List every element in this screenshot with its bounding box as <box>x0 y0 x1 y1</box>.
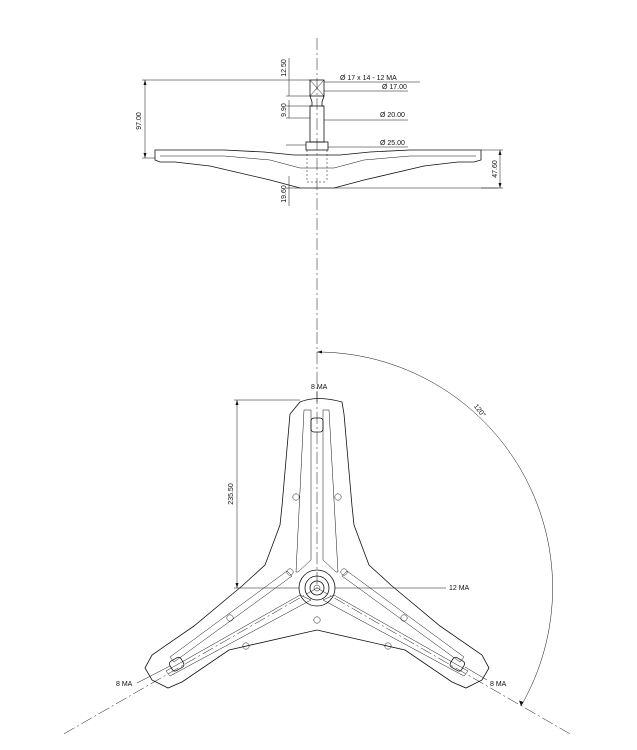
shaft-base <box>305 141 329 151</box>
slot-top-right <box>322 409 339 573</box>
slot-left-arm <box>165 594 312 677</box>
dim-bottom-depth: 19.60 <box>281 185 288 203</box>
dim-base-dia: Ø 25.00 <box>380 140 405 147</box>
spider-arm-profile <box>154 149 482 189</box>
rib-marker-6 <box>400 614 408 622</box>
hole-top <box>310 417 324 433</box>
label-left-thread: 8 MA <box>116 681 133 688</box>
top-view: 120° 235.5 <box>61 332 573 736</box>
label-right-thread: 8 MA <box>490 681 507 688</box>
dim-arm-height: 47.60 <box>492 160 499 178</box>
label-center-thread: 12 MA <box>449 585 470 592</box>
hole-left <box>169 656 185 672</box>
rib-marker-7 <box>242 642 250 650</box>
dim-arm-length: 235.50 <box>228 483 235 505</box>
spider-outline <box>144 398 490 689</box>
center-line-left-arm <box>61 587 318 736</box>
slot-right-arm <box>322 594 469 677</box>
rib-marker-5 <box>226 614 234 622</box>
center-line-right-arm <box>316 587 573 736</box>
angle-label: 120° <box>472 403 487 419</box>
label-top-thread: 8 MA <box>311 384 328 391</box>
slot-top-left <box>295 409 312 573</box>
shaft-hub <box>309 79 325 97</box>
rib-marker-3 <box>286 568 294 576</box>
leader-left-thread <box>136 665 171 684</box>
rib-marker-9 <box>313 616 321 624</box>
rib-marker-2 <box>334 493 342 501</box>
hub-mid-ring <box>304 575 330 601</box>
shaft-neck-right <box>321 95 325 107</box>
rib-marker-1 <box>292 493 300 501</box>
hub-cross-b <box>309 79 325 97</box>
shaft-neck-left <box>309 95 313 107</box>
dim-shaft-dia: Ø 20.00 <box>380 112 405 119</box>
rib-marker-8 <box>384 642 392 650</box>
dim-hub-height: 12.50 <box>281 59 288 77</box>
spider-arm-inner-line <box>160 155 476 169</box>
dim-shaft-section: 9.90 <box>281 103 288 117</box>
rib-marker-4 <box>340 568 348 576</box>
leader-right-thread <box>464 666 488 681</box>
hub-inner-ring <box>309 580 325 596</box>
hole-right <box>449 656 465 672</box>
slot-right-arm-upper <box>341 570 465 663</box>
side-view: 97.00 12.50 9.90 19.60 47.60 Ø 17 x 14 -… <box>136 38 503 332</box>
dim-overall-height: 97.00 <box>136 112 143 130</box>
angle-arc-120 <box>316 351 553 707</box>
dim-shaft-top: Ø 17.00 <box>382 84 407 91</box>
hub-bore <box>313 584 321 592</box>
dim-spline: Ø 17 x 14 - 12 MA <box>340 75 397 82</box>
slot-left-arm-upper <box>169 570 293 663</box>
